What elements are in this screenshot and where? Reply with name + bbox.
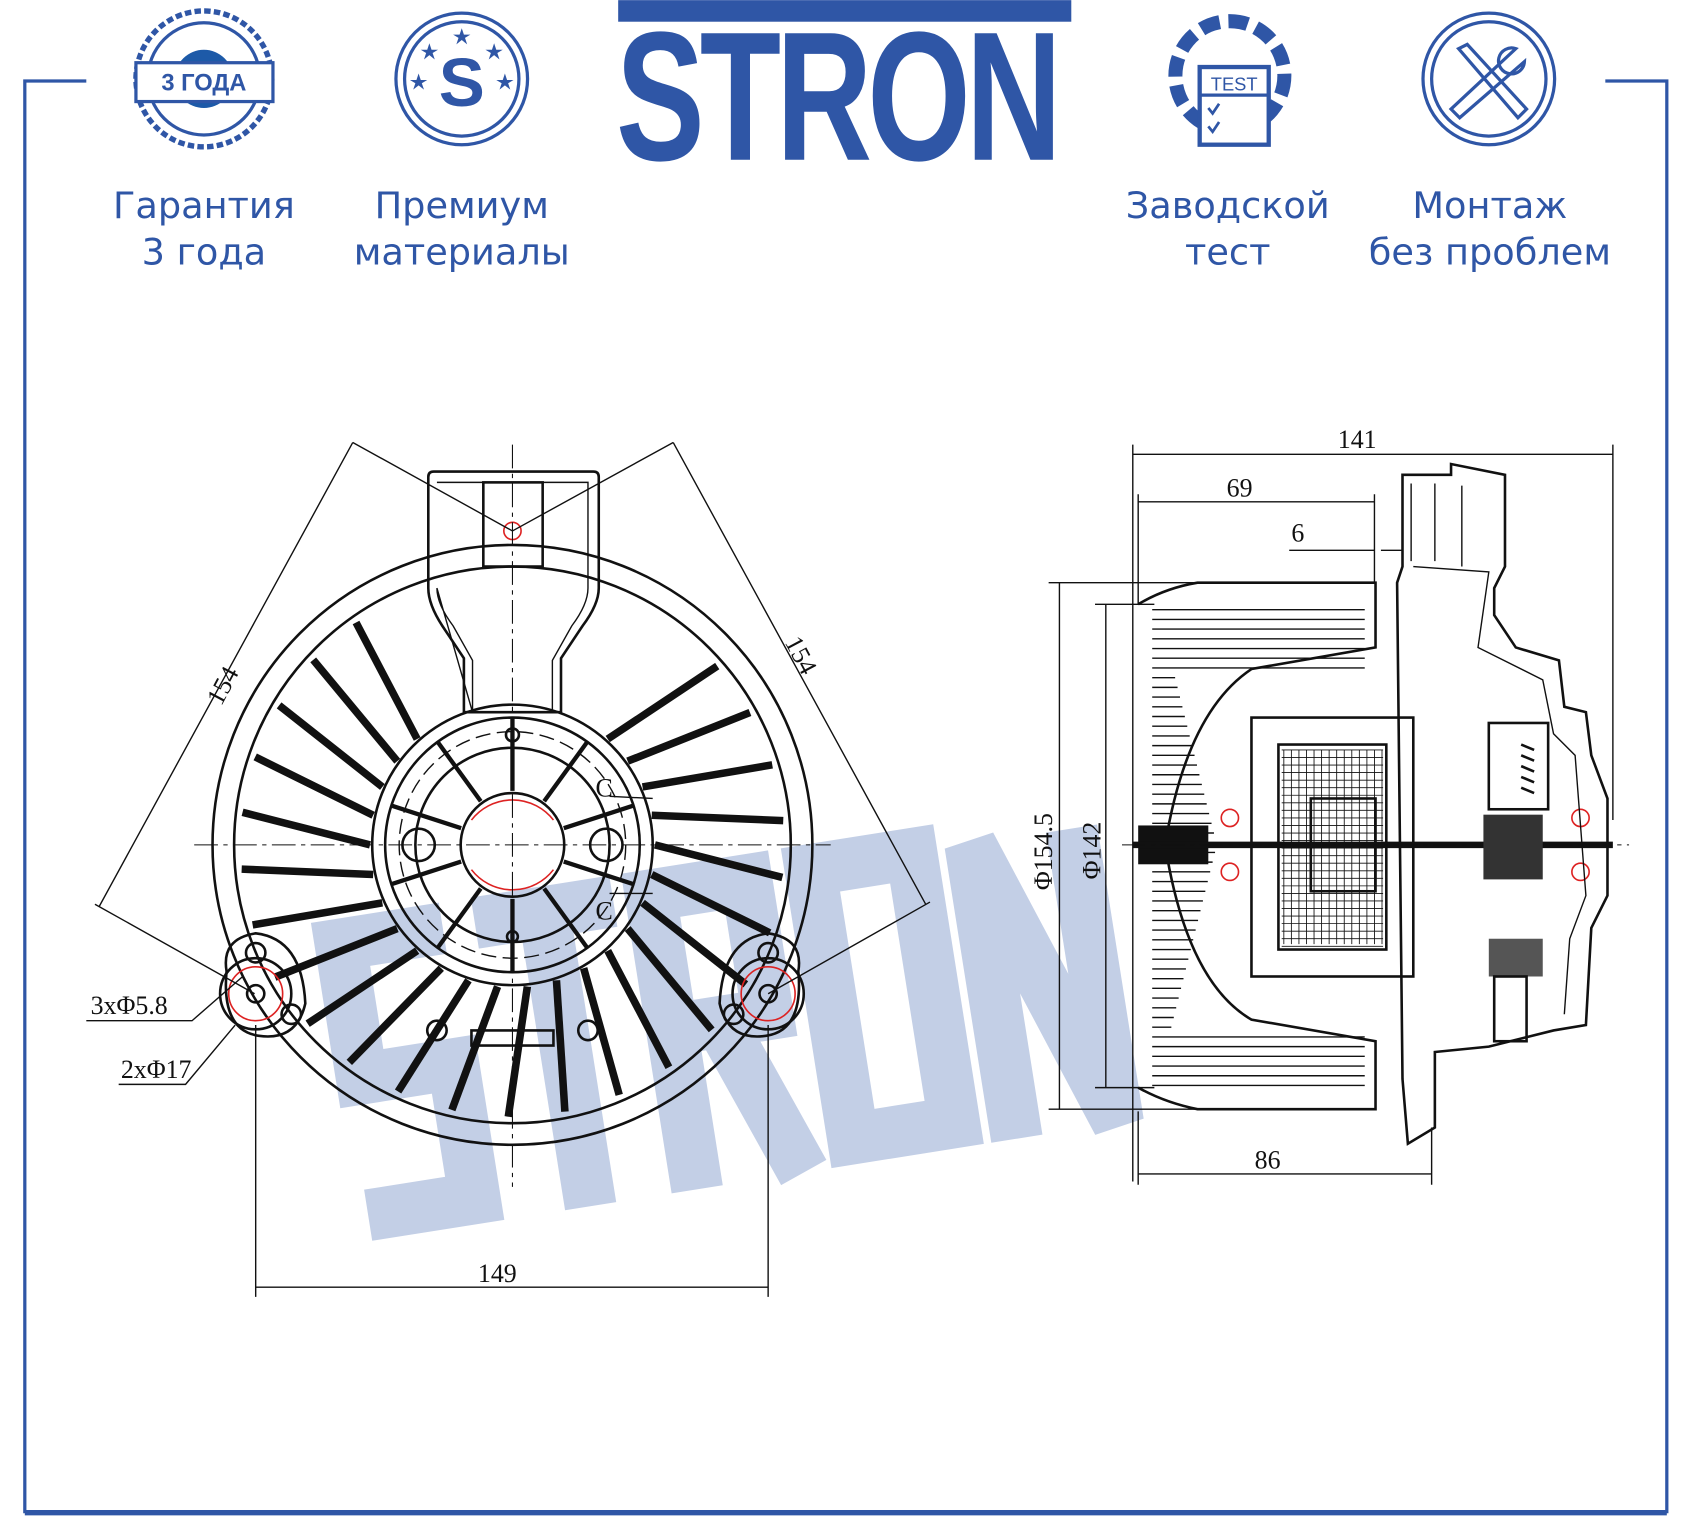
badge-premium-line1: Премиум — [375, 184, 549, 227]
fan-vane — [276, 702, 385, 790]
hub-spoke — [390, 859, 462, 887]
fan-vane — [394, 978, 472, 1094]
hub-spoke — [542, 887, 590, 950]
badge-test-line1: Заводской — [1126, 184, 1330, 227]
fan-vane — [653, 841, 784, 882]
hub-spoke — [563, 859, 635, 887]
badge-install-line2: без проблем — [1369, 230, 1611, 273]
badge-warranty-line1: Гарантия — [113, 184, 295, 227]
wrench-screwdriver-icon — [1421, 11, 1557, 147]
fan-vane — [504, 985, 532, 1118]
badge-premium-line2: материалы — [354, 230, 570, 273]
fan-vane — [641, 761, 773, 791]
badge-warranty-line2: 3 года — [142, 230, 267, 273]
fan-vane — [624, 926, 715, 1033]
dim-inner-diameter: Φ142 — [1077, 822, 1106, 880]
fan-vane — [241, 808, 371, 849]
dim-holes-large: 2xΦ17 — [121, 1055, 192, 1084]
star-icons — [409, 28, 514, 90]
dim-overall-length: 141 — [1338, 425, 1377, 454]
fan-vane — [605, 662, 720, 743]
fan-vane — [252, 899, 383, 929]
section-mark-top: C — [596, 773, 613, 802]
fan-vane — [241, 865, 374, 879]
fan-vane — [604, 948, 673, 1069]
test-label: TEST — [1211, 74, 1258, 95]
hub-spoke — [390, 803, 462, 831]
dim-diag-right: 154 — [779, 631, 823, 679]
dim-diag-left: 154 — [201, 662, 245, 710]
fan-vane — [448, 985, 502, 1112]
fan-vane — [580, 967, 623, 1096]
dim-holes-small: 3xΦ5.8 — [91, 991, 168, 1020]
logo-text: STRON — [616, 0, 1057, 200]
stron-logo: STRON — [616, 0, 1072, 200]
fan-vane — [253, 753, 375, 819]
fan-vane — [650, 871, 772, 937]
dim-gap: 6 — [1291, 519, 1304, 548]
fan-vane — [640, 899, 749, 988]
badge-test-line2: тест — [1185, 230, 1270, 273]
gear-test-checklist-icon: TEST — [1168, 14, 1292, 147]
side-view-drawing: 141 69 6 Φ154.5 Φ142 86 — [1029, 425, 1630, 1185]
premium-s-letter: S — [439, 43, 485, 121]
frame-border — [23, 79, 1669, 1516]
dim-base-length: 86 — [1255, 1146, 1281, 1175]
hub-spoke — [542, 740, 590, 803]
dim-outer-diameter: Φ154.5 — [1029, 813, 1058, 890]
fan-vane — [651, 811, 784, 825]
section-mark-bottom: C — [596, 896, 613, 925]
fan-vane — [310, 657, 401, 764]
seal-text: 3 ГОДА — [161, 71, 246, 97]
dim-width: 149 — [478, 1259, 517, 1288]
hub-spoke — [435, 887, 483, 950]
fan-vane — [626, 709, 752, 765]
badge-install-line1: Монтаж — [1412, 184, 1567, 227]
fan-vane — [552, 980, 569, 1112]
hub-spoke — [435, 740, 483, 803]
premium-s-stars-icon: S — [394, 11, 530, 147]
fan-vane — [305, 947, 420, 1027]
hub-spoke — [563, 803, 635, 831]
fan-vane — [346, 965, 444, 1065]
fan-vane — [273, 925, 399, 981]
warranty-seal-icon: 3 ГОДА — [133, 8, 275, 150]
dim-fan-length: 69 — [1227, 473, 1253, 502]
fan-vane — [352, 620, 421, 741]
